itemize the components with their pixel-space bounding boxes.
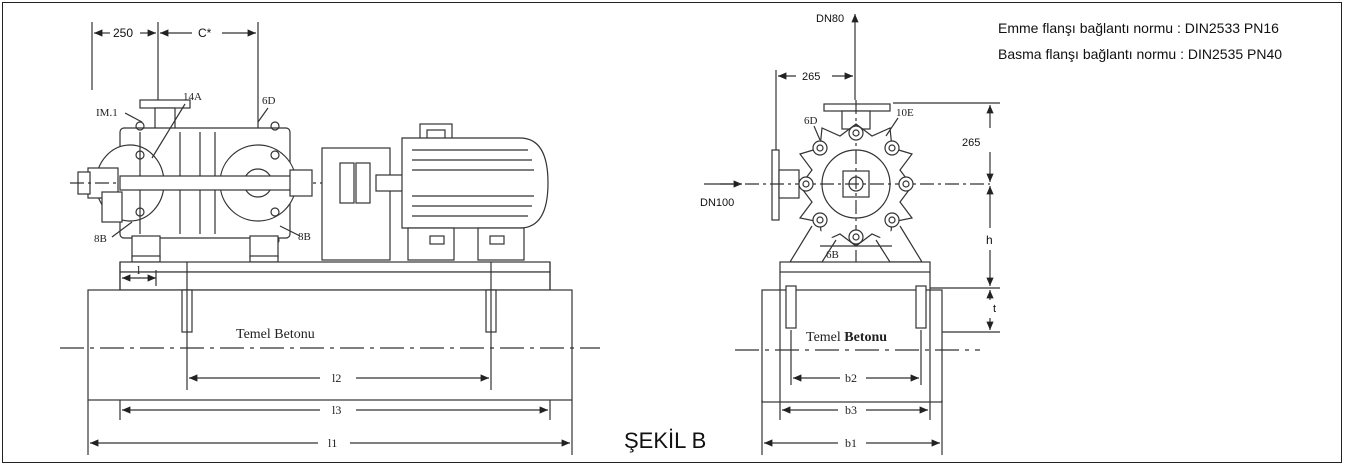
label-10e: 10E	[896, 107, 914, 119]
coupling-side	[321, 147, 405, 261]
dn80-label: DN80	[816, 13, 844, 25]
label-14a: 14A	[183, 91, 202, 103]
dim-h: h	[986, 233, 993, 247]
foundation-label-front: Temel Betonu	[806, 330, 887, 345]
foundation-word-betonu: Betonu	[844, 330, 887, 345]
dim-265-right: 265	[962, 137, 980, 149]
label-6b: 6B	[826, 249, 839, 261]
dn100-label: DN100	[700, 197, 734, 209]
label-8b-right: 8B	[298, 231, 311, 243]
dim-b1: b1	[845, 436, 857, 450]
foundation-front	[735, 272, 980, 455]
label-6d-front: 6D	[804, 115, 818, 127]
figure-caption: ŞEKİL B	[624, 428, 707, 453]
foundation-word-temel: Temel	[806, 330, 841, 345]
discharge-norm-value: : DIN2535 PN40	[1180, 46, 1283, 62]
dim-c: C*	[198, 26, 212, 40]
label-8b-left: 8B	[94, 233, 107, 245]
dim-l2: l2	[332, 371, 341, 385]
discharge-norm: Basma flanşı bağlantı normu : DIN2535 PN…	[998, 46, 1282, 62]
dim-l3: l3	[332, 403, 341, 417]
dims-bottom-front	[764, 374, 940, 447]
suction-norm-label: Emme flanşı bağlantı normu	[998, 20, 1174, 36]
dim-l1: l1	[328, 436, 337, 450]
discharge-norm-label: Basma flanşı bağlantı normu	[998, 46, 1177, 62]
pump-body-front	[720, 100, 990, 270]
dims-bottom-side	[90, 270, 570, 447]
base-frame-front	[779, 261, 931, 273]
label-6d-side: 6D	[262, 95, 276, 107]
suction-norm-value: : DIN2533 PN16	[1176, 20, 1279, 36]
dim-l: l	[137, 263, 141, 277]
base-frame-side	[119, 261, 551, 420]
front-view	[704, 13, 1000, 455]
foundation-label-side: Temel Betonu	[236, 327, 315, 342]
pump-body-side	[70, 121, 400, 263]
side-view	[60, 22, 600, 455]
dim-250: 250	[113, 26, 133, 40]
dim-t: t	[993, 303, 996, 315]
label-im1: IM.1	[96, 107, 118, 119]
dim-b2: b2	[845, 371, 857, 385]
suction-norm: Emme flanşı bağlantı normu : DIN2533 PN1…	[998, 20, 1279, 36]
dim-265-top: 265	[802, 71, 820, 83]
dim-b3: b3	[845, 403, 857, 417]
foundation-side	[60, 262, 600, 455]
motor-side	[401, 123, 549, 261]
dim-top-side	[91, 22, 259, 130]
